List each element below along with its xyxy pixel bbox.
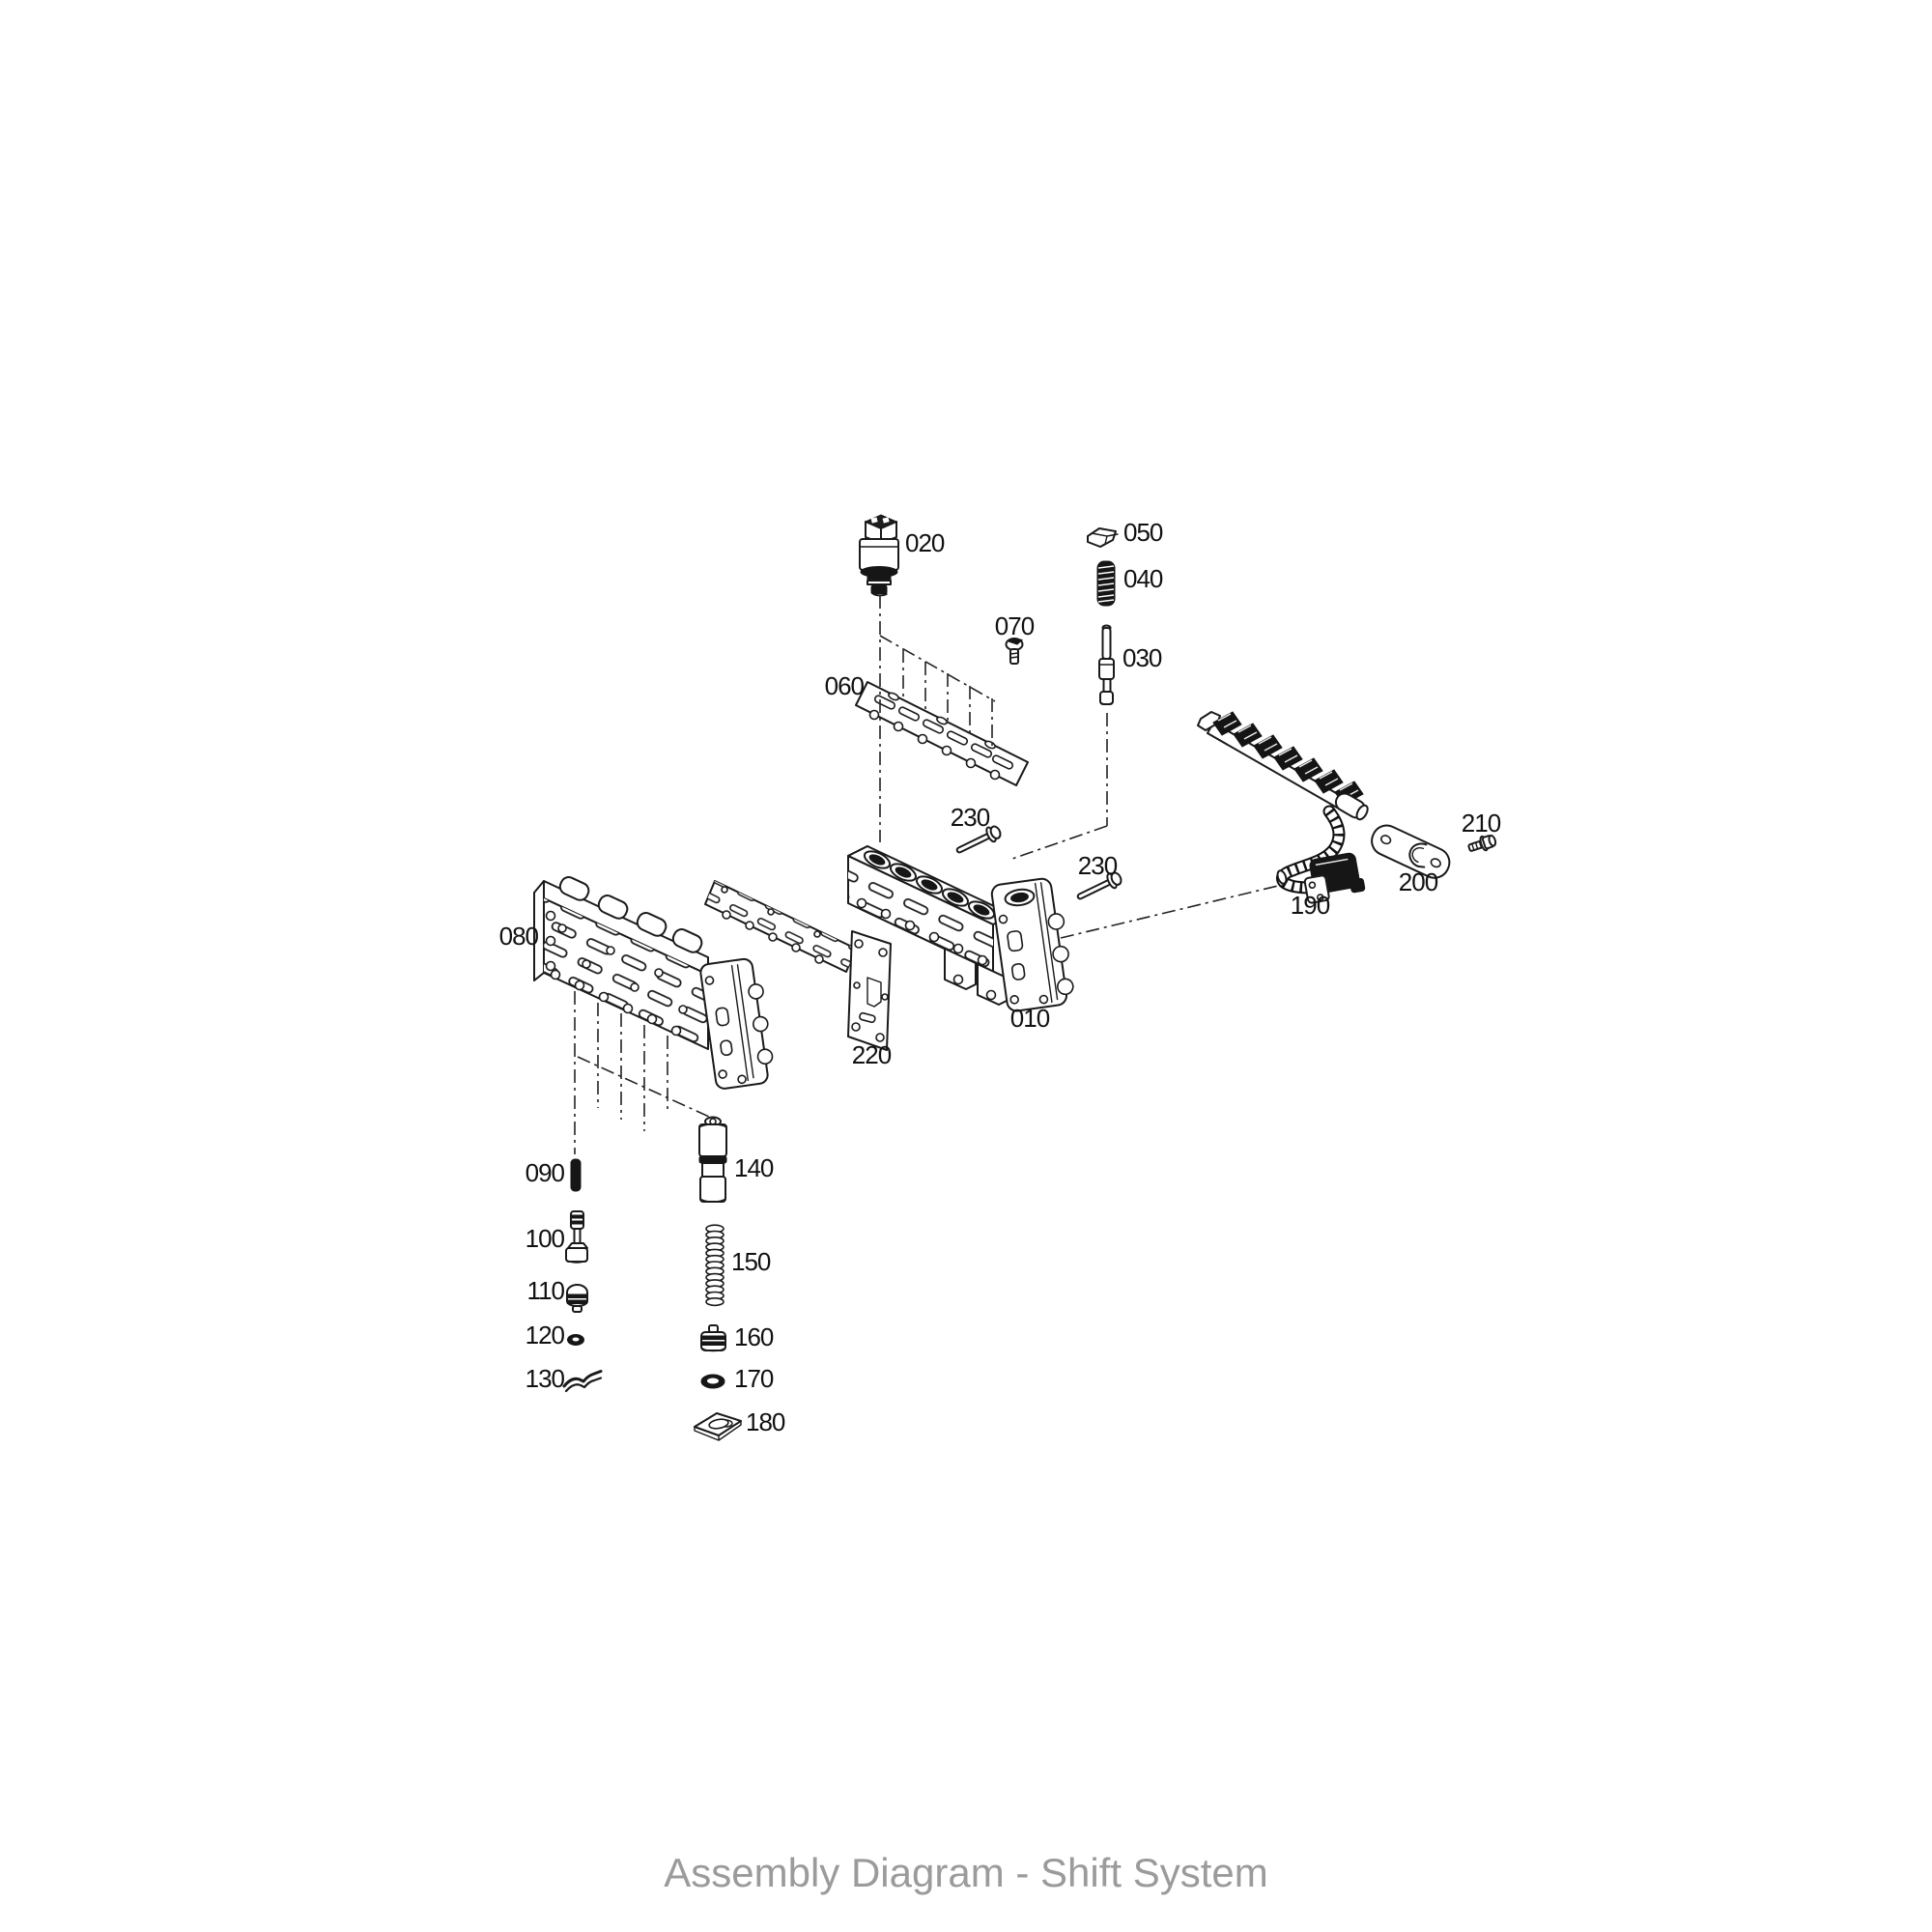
callout-140: 140: [734, 1153, 774, 1182]
callout-010: 010: [1010, 1004, 1050, 1033]
part-010-bores: [863, 850, 996, 920]
callout-030: 030: [1122, 643, 1162, 672]
callout-220: 220: [852, 1040, 892, 1069]
part-190-corrugated-cable: [1276, 805, 1346, 895]
part-110-cap: [566, 1284, 588, 1313]
part-080-end-block: [699, 957, 774, 1090]
callout-110: 110: [527, 1276, 565, 1305]
callout-120: 120: [526, 1321, 565, 1350]
leader-lines: [574, 595, 1283, 1154]
part-020-body: [859, 538, 899, 571]
leader-080-to-140: [577, 1056, 710, 1118]
part-070-screw: [1005, 637, 1024, 665]
part-190-connector: [1303, 852, 1366, 904]
part-180-retainer-plate: [694, 1412, 742, 1441]
part-220-plate: [847, 930, 892, 1051]
callout-150: 150: [731, 1247, 771, 1276]
diagram-caption: Assembly Diagram - Shift System: [664, 1850, 1268, 1895]
part-200-cover-plate: [1371, 824, 1451, 879]
callout-070: 070: [995, 611, 1035, 640]
callout-060: 060: [825, 671, 865, 700]
part-060-outline: [855, 681, 1029, 786]
callout-160: 160: [734, 1322, 774, 1351]
part-140-accumulator-piston: [698, 1116, 727, 1203]
callout-020: 020: [905, 528, 945, 557]
callout-210: 210: [1462, 809, 1501, 838]
callout-labels: 020 050 040 030 070 060 230 230 010 220 …: [499, 518, 1502, 1436]
callout-050: 050: [1123, 518, 1163, 547]
part-080-top-bosses: [558, 876, 703, 953]
callout-170: 170: [734, 1364, 774, 1393]
part-160-piston-cap: [700, 1324, 726, 1352]
part-170-oring: [700, 1374, 725, 1389]
fan-line-top: [879, 635, 996, 702]
callout-130: 130: [526, 1364, 565, 1393]
part-210-screw: [1467, 834, 1497, 852]
callout-100: 100: [526, 1224, 565, 1253]
callout-090: 090: [526, 1158, 565, 1187]
part-010-tab-1: [944, 948, 977, 990]
part-090-pin: [570, 1158, 582, 1192]
part-060-separator-plate: [855, 681, 1029, 786]
callout-200: 200: [1399, 867, 1438, 896]
part-130-retaining-clip: [562, 1370, 603, 1393]
callout-180: 180: [746, 1407, 785, 1436]
part-190-wiring-harness: [1197, 711, 1369, 904]
part-100-valve: [565, 1210, 588, 1264]
part-120-oring-small: [567, 1334, 584, 1346]
callout-080: 080: [499, 922, 539, 951]
callout-190: 190: [1291, 891, 1330, 920]
callout-040: 040: [1123, 564, 1163, 593]
leader-010-to-190: [1060, 884, 1283, 939]
part-010-valve-body-upper: [847, 845, 1074, 1012]
part-020-solenoid-valve: [859, 514, 899, 597]
part-220-gasket: [704, 880, 892, 1051]
callout-230-lower: 230: [1078, 851, 1118, 880]
part-150-spring: [705, 1224, 724, 1307]
part-040-spring: [1096, 560, 1116, 607]
part-030-valve-pin: [1098, 624, 1115, 705]
part-050-clip: [1087, 527, 1119, 548]
part-080-valve-body-lower: [533, 876, 774, 1090]
part-010-end-block: [990, 877, 1074, 1012]
callout-230-upper: 230: [951, 803, 990, 832]
